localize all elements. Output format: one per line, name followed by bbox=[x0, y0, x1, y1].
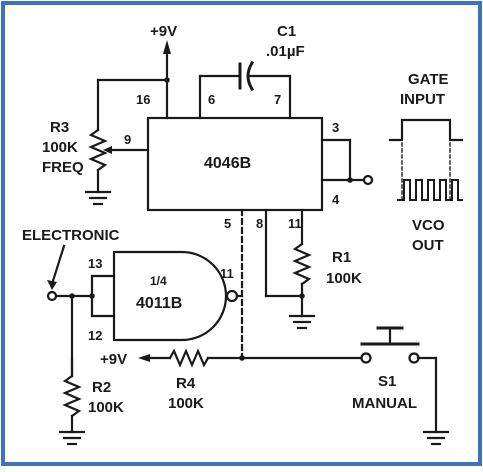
electronic-input-terminal bbox=[46, 290, 58, 302]
gate-label-line1: GATE bbox=[408, 71, 449, 88]
supply-top bbox=[96, 40, 171, 120]
r3-name-label: R3 bbox=[50, 119, 69, 136]
pin5-label: 5 bbox=[224, 216, 231, 231]
pin16-label: 16 bbox=[136, 92, 150, 107]
r4-value-label: 100K bbox=[168, 395, 204, 412]
supply-top-label: +9V bbox=[150, 23, 177, 40]
switch-s1[interactable] bbox=[360, 326, 450, 446]
s1-note-label: MANUAL bbox=[352, 395, 417, 412]
gate-label-line2: INPUT bbox=[400, 91, 445, 108]
pll-output-wiring bbox=[320, 138, 374, 186]
r3-note-label: FREQ bbox=[42, 159, 84, 176]
r2-value-label: 100K bbox=[88, 399, 124, 416]
pin11-nand-label: 11 bbox=[220, 266, 234, 281]
c1-value-label: .01µF bbox=[266, 43, 305, 60]
nand-gate-body bbox=[112, 250, 228, 342]
supply-top-arrow-icon bbox=[163, 40, 171, 54]
pin3-label: 3 bbox=[332, 120, 339, 135]
potentiometer-r3 bbox=[84, 78, 150, 206]
pin7-label: 7 bbox=[274, 92, 281, 107]
electronic-label: ELECTRONIC bbox=[22, 227, 120, 244]
supply-left-arrow-icon bbox=[138, 354, 150, 362]
capacitor-c1 bbox=[198, 60, 292, 120]
pin8-wiring bbox=[264, 208, 305, 299]
r1-name-label: R1 bbox=[332, 249, 351, 266]
ic-4046b-body bbox=[146, 116, 324, 212]
resistor-r4 bbox=[138, 348, 362, 368]
pin12-label: 12 bbox=[88, 328, 102, 343]
pin9-label: 9 bbox=[124, 132, 131, 147]
pin8-label: 8 bbox=[256, 216, 263, 231]
pin13-label: 13 bbox=[88, 256, 102, 271]
pin6-label: 6 bbox=[208, 92, 215, 107]
r4-name-label: R4 bbox=[176, 375, 196, 392]
vco-label-line2: OUT bbox=[412, 237, 444, 254]
wiper-arrow-icon bbox=[103, 146, 112, 154]
vco-out-waveform bbox=[397, 179, 463, 201]
r1-value-label: 100K bbox=[326, 270, 362, 287]
r2-name-label: R2 bbox=[92, 379, 111, 396]
s1-name-label: S1 bbox=[378, 373, 396, 390]
nand-fraction-label: 1/4 bbox=[150, 274, 167, 288]
resistor-r2 bbox=[58, 356, 86, 446]
pll-chip-label: 4046B bbox=[204, 155, 251, 172]
pin11-pll-label: 11 bbox=[288, 216, 302, 231]
vco-label-line1: VCO bbox=[412, 217, 445, 234]
resistor-r1 bbox=[288, 208, 316, 330]
vco-out-terminal bbox=[362, 174, 374, 186]
supply-left-label: +9V bbox=[100, 351, 127, 368]
gate-input-waveform bbox=[388, 118, 464, 201]
nand-output-bubble bbox=[225, 289, 239, 303]
r3-value-label: 100K bbox=[42, 139, 78, 156]
c1-name-label: C1 bbox=[277, 23, 296, 40]
pin4-label: 4 bbox=[332, 192, 340, 207]
nand-chip-label: 4011B bbox=[136, 295, 182, 312]
electronic-arrow-icon bbox=[47, 280, 57, 290]
